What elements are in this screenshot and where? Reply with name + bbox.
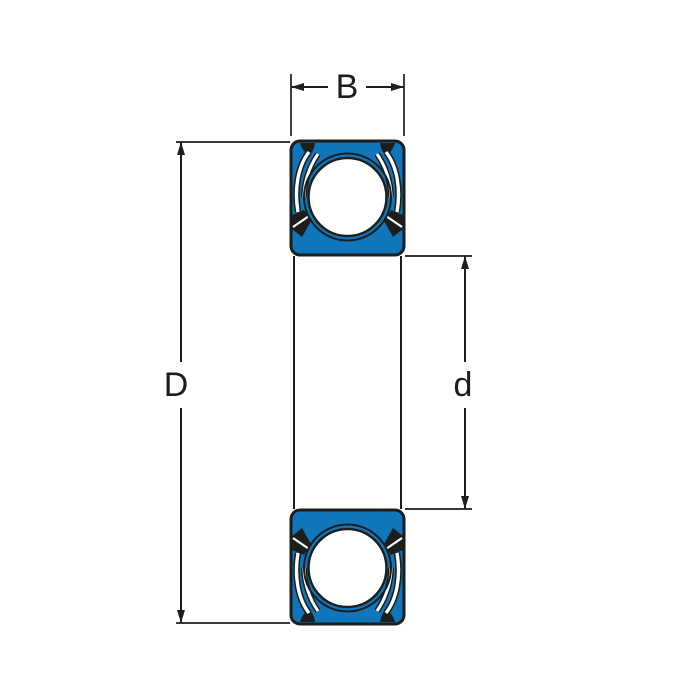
arrow-down-icon: [177, 610, 185, 623]
bearing-cross-section-bottom: [291, 510, 404, 624]
arrow-down-icon: [461, 496, 469, 509]
arrow-up-icon: [177, 142, 185, 155]
dimension-width-B: B: [290, 68, 405, 136]
bearing-cross-section-top: [291, 141, 404, 255]
bore-label: d: [454, 366, 473, 404]
arrow-left-icon: [291, 83, 304, 91]
arrow-right-icon: [391, 83, 404, 91]
width-label: B: [336, 68, 359, 106]
dimension-bore-d: d: [405, 255, 473, 510]
arrow-up-icon: [461, 256, 469, 269]
outer-diameter-label: D: [164, 366, 189, 404]
dimension-outer-diameter-D: D: [164, 141, 290, 624]
